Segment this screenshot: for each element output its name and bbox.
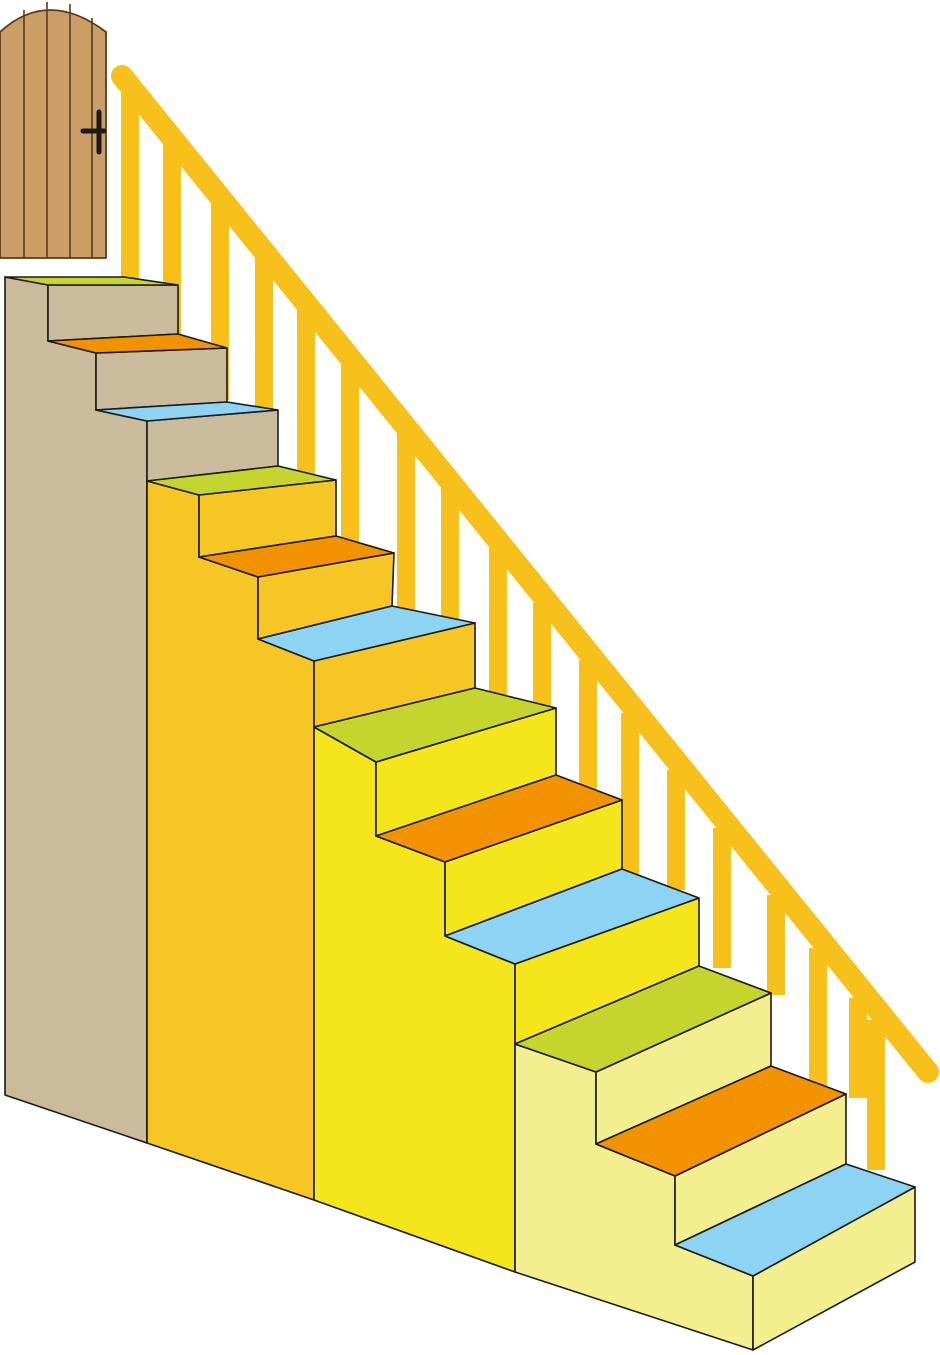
baluster bbox=[849, 998, 867, 1098]
tread-9 bbox=[444, 868, 700, 965]
baluster bbox=[489, 547, 507, 707]
baluster bbox=[121, 86, 139, 280]
tread-12 bbox=[674, 1163, 916, 1277]
stair-section-orange bbox=[146, 465, 476, 1201]
tread-6 bbox=[257, 605, 476, 662]
tread-8 bbox=[375, 774, 623, 863]
riser-2 bbox=[95, 347, 228, 411]
stair-section-yellow bbox=[313, 687, 700, 1273]
baluster bbox=[809, 948, 827, 1090]
baluster bbox=[621, 713, 639, 878]
baluster bbox=[397, 432, 415, 664]
baluster bbox=[713, 828, 731, 968]
tread-4 bbox=[146, 465, 337, 496]
riser-1 bbox=[47, 284, 179, 342]
tread-11 bbox=[595, 1065, 847, 1177]
stair-section-pale bbox=[514, 965, 916, 1351]
tread-2 bbox=[47, 333, 228, 354]
balusters bbox=[121, 86, 885, 1170]
door bbox=[0, 2, 107, 259]
door-handle-icon bbox=[80, 109, 107, 155]
tread-3 bbox=[95, 401, 279, 422]
tread-7 bbox=[313, 687, 557, 763]
stair-section-stone bbox=[4, 276, 279, 1144]
baluster bbox=[767, 895, 785, 995]
tread-5 bbox=[198, 535, 395, 578]
tread-1 bbox=[4, 276, 179, 286]
baluster bbox=[579, 660, 597, 810]
baluster bbox=[667, 770, 685, 890]
door-panel bbox=[0, 9, 107, 259]
banister bbox=[111, 65, 939, 1170]
tread-10 bbox=[514, 965, 772, 1073]
door-planks bbox=[23, 2, 93, 258]
baluster bbox=[867, 1020, 885, 1170]
handrail bbox=[111, 65, 939, 1083]
